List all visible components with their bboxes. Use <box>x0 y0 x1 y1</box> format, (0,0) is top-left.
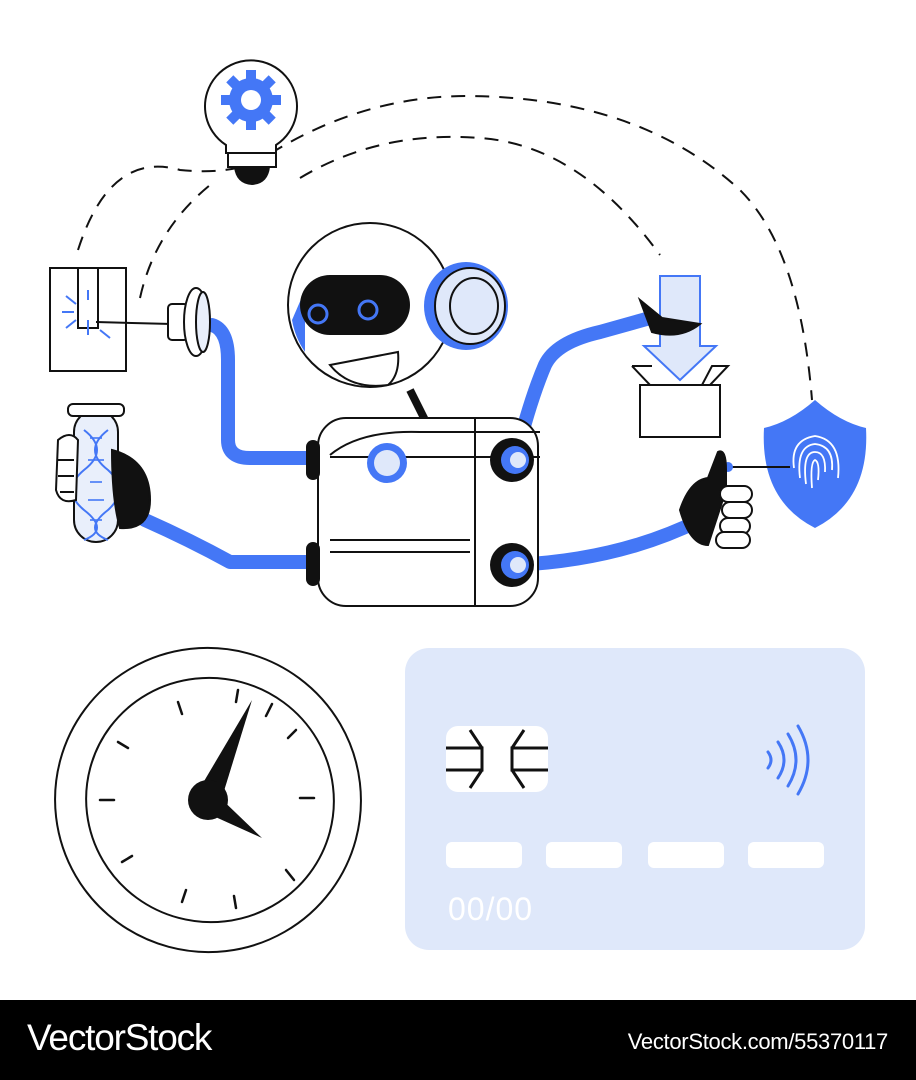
dashed-connection-arcs <box>77 94 813 401</box>
arm-upper-left <box>205 318 327 465</box>
contactless-icon <box>766 724 810 796</box>
arm-lower-left <box>138 513 325 569</box>
laser-device-icon <box>49 267 173 372</box>
wall-clock-icon <box>54 646 362 954</box>
robot-icon <box>287 222 540 607</box>
watermark-footer: VectorStock VectorStock.com/55370117 <box>0 1000 916 1080</box>
robot-head <box>287 222 508 388</box>
card-expiry: 00/00 <box>448 891 533 927</box>
robot-torso <box>306 417 540 607</box>
lightbulb-gear-icon <box>204 59 298 185</box>
shield-fingerprint-icon <box>763 400 867 528</box>
left-gripper-hand <box>54 434 152 530</box>
thumbs-up-hand-icon <box>678 450 790 549</box>
image-id-text: VectorStock.com/55370117 <box>627 1029 889 1054</box>
package-box-download-icon <box>631 275 731 438</box>
inner-dashed-arc <box>139 135 661 299</box>
arm-coupling <box>167 287 211 357</box>
outer-dashed-arc <box>77 94 813 401</box>
brand-logo-text: VectorStock <box>27 1017 212 1058</box>
card-number-blocks <box>446 842 824 868</box>
credit-card-icon: 00/00 <box>405 648 865 950</box>
arm-lower-right <box>508 513 707 572</box>
illustration: 00/00 <box>49 59 867 954</box>
card-chip <box>446 726 548 792</box>
